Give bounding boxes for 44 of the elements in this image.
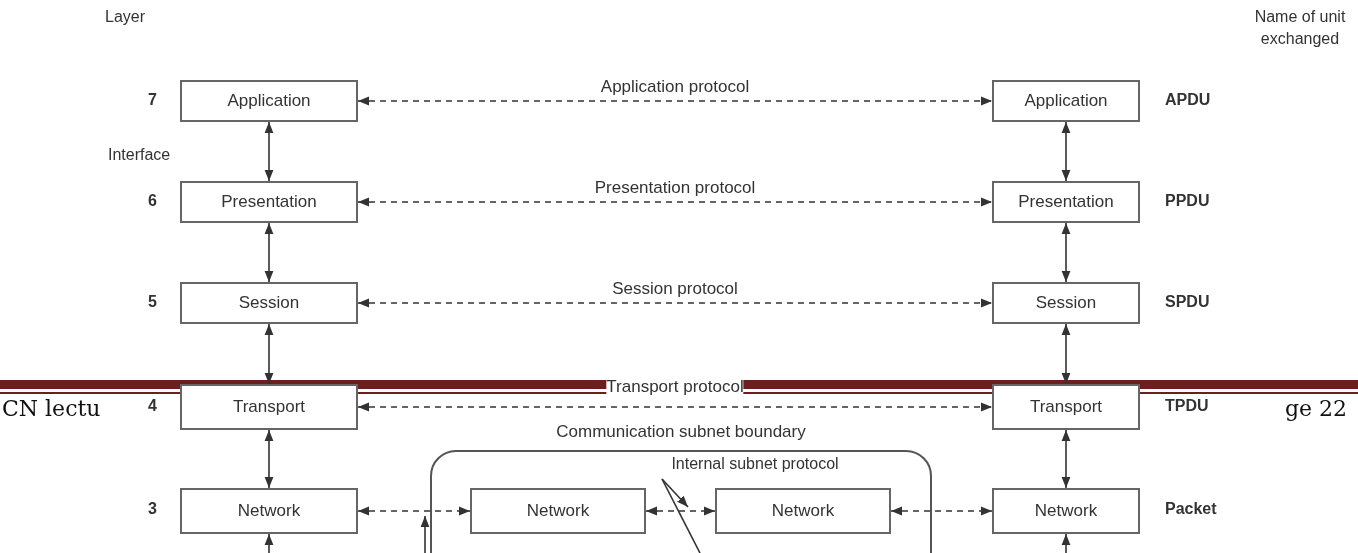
layer-box — [180, 80, 358, 122]
layer-name: Network — [771, 501, 835, 521]
layer-box — [992, 488, 1140, 534]
layer-name: Network — [526, 501, 590, 521]
layer-number: 3 — [148, 500, 157, 518]
layer-number: 7 — [148, 91, 157, 109]
layer-name: Presentation — [221, 192, 317, 212]
layer-name: Network — [1034, 501, 1098, 521]
layer-box — [180, 181, 358, 223]
edge-label: Application protocol — [600, 77, 750, 97]
layer-name: Application — [227, 91, 311, 111]
layer-name: Transport — [232, 397, 306, 417]
layer-box — [470, 488, 646, 534]
unit-name: SPDU — [1165, 293, 1210, 311]
unit-heading: Name of unit exchanged — [1253, 7, 1347, 49]
layer-number: 4 — [148, 397, 157, 415]
footer-text: CN lectu — [2, 396, 101, 421]
unit-name: Packet — [1165, 500, 1217, 518]
edge-label: Transport protocol — [606, 377, 744, 397]
layer-box — [180, 282, 358, 324]
layer-name: Session — [1035, 293, 1097, 313]
boundary-heading: Communication subnet boundary — [556, 422, 806, 442]
edge-label: Session protocol — [612, 279, 738, 299]
layer-name: Session — [238, 293, 300, 313]
layer-name: Transport — [1029, 397, 1103, 417]
layer-number: 6 — [148, 192, 157, 210]
unit-name: APDU — [1165, 91, 1211, 109]
layer-box — [992, 282, 1140, 324]
layer-name: Network — [237, 501, 301, 521]
footer-text: ge 22 — [1285, 396, 1348, 421]
layer-box — [992, 384, 1140, 430]
layer-box — [992, 80, 1140, 122]
layer-box — [992, 181, 1140, 223]
layer-heading: Layer — [105, 8, 146, 26]
layer-box — [715, 488, 891, 534]
layer-name: Presentation — [1018, 192, 1114, 212]
layer-box — [180, 384, 358, 430]
layer-box — [180, 488, 358, 534]
layer-name: Application — [1024, 91, 1108, 111]
unit-name: PPDU — [1165, 192, 1210, 210]
unit-name: TPDU — [1165, 397, 1209, 415]
edge-label: Presentation protocol — [594, 178, 756, 198]
layer-number: 5 — [148, 293, 157, 311]
interface-label: Interface — [108, 146, 171, 164]
